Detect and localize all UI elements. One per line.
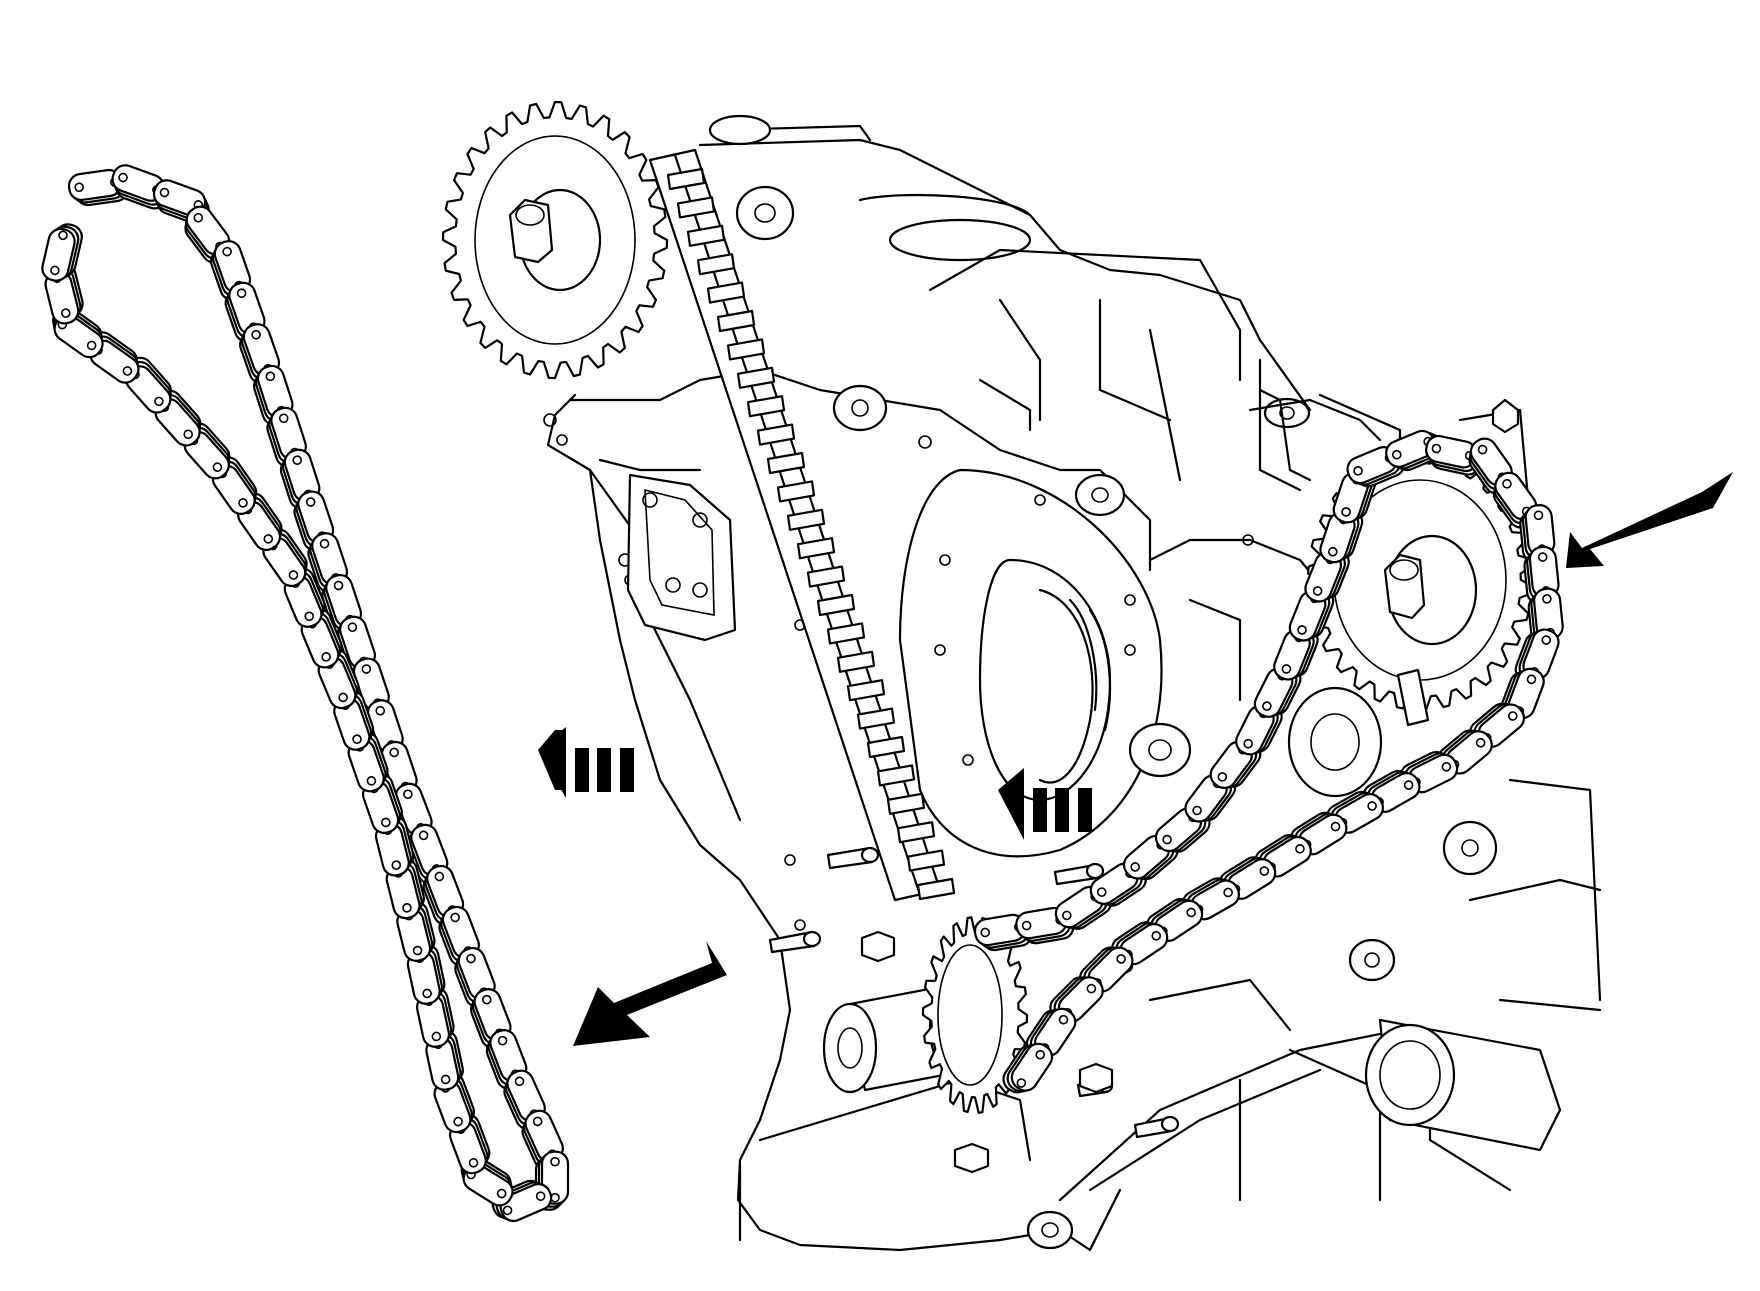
installed-chain-link — [1002, 1042, 1054, 1094]
arrow-remove-center — [998, 768, 1092, 840]
loose-chain-link — [44, 263, 84, 325]
installed-chain-link — [1015, 906, 1075, 945]
loose-chain-link — [469, 988, 512, 1049]
arrow-chain-mark-right — [1566, 472, 1733, 568]
loose-chain-link — [67, 168, 129, 207]
guide-tooth — [686, 224, 726, 247]
loose-chain-link — [41, 223, 83, 282]
cover-bosses — [708, 114, 1498, 1250]
guide-tooth — [666, 167, 706, 191]
guide-tooth — [816, 593, 856, 617]
loose-chain-link — [491, 1179, 553, 1223]
loose-timing-chain — [41, 164, 570, 1223]
installed-timing-chain — [973, 429, 1564, 1094]
guide-tooth — [786, 508, 826, 531]
loose-chain-link — [154, 389, 202, 447]
guide-tooth — [906, 849, 946, 872]
gasket-plate — [626, 473, 737, 642]
guide-tooth — [916, 877, 956, 901]
guide-tooth — [876, 764, 916, 787]
upper-sprocket-bolt — [508, 188, 602, 292]
guide-tooth — [896, 821, 936, 844]
guide-tooth — [776, 480, 816, 503]
guide-tooth — [696, 253, 736, 276]
guide-tooth — [796, 537, 836, 560]
loose-chain-link — [347, 731, 389, 793]
guide-tooth — [856, 707, 896, 730]
guide-tooth — [866, 735, 906, 759]
loose-chain-link — [503, 1069, 546, 1131]
upper-camshaft-sprocket — [441, 100, 669, 380]
guide-tooth — [746, 395, 786, 418]
guide-tooth — [676, 196, 716, 219]
lower-pump-housing — [1364, 1018, 1562, 1152]
guide-tooth — [736, 366, 776, 389]
guide-tooth — [716, 309, 756, 333]
installed-chain-link — [1079, 946, 1134, 993]
guide-tooth — [846, 679, 886, 702]
guide-tooth — [886, 792, 926, 815]
crankshaft-sprocket — [921, 686, 1383, 1114]
guide-tooth — [826, 622, 866, 645]
sprocket-key — [1396, 668, 1430, 727]
guide-tooth — [836, 650, 876, 673]
installed-chain-link — [1425, 434, 1482, 476]
guide-tooth — [766, 451, 806, 475]
guide-tooth — [726, 338, 766, 361]
loose-chain-link — [184, 205, 231, 264]
cover-bolts — [860, 398, 1520, 1174]
arrow-remove-left — [538, 727, 634, 798]
installed-chain-link — [1332, 468, 1377, 524]
loose-chain-link — [433, 1072, 475, 1134]
guide-tooth — [706, 281, 746, 304]
guide-tooth — [756, 423, 796, 446]
loose-chain-link — [307, 532, 349, 594]
arrow-chain-mark-left — [573, 941, 727, 1046]
timing-chain-guide — [648, 148, 956, 902]
guide-tooth — [806, 565, 846, 588]
loose-chain-link — [415, 986, 455, 1048]
